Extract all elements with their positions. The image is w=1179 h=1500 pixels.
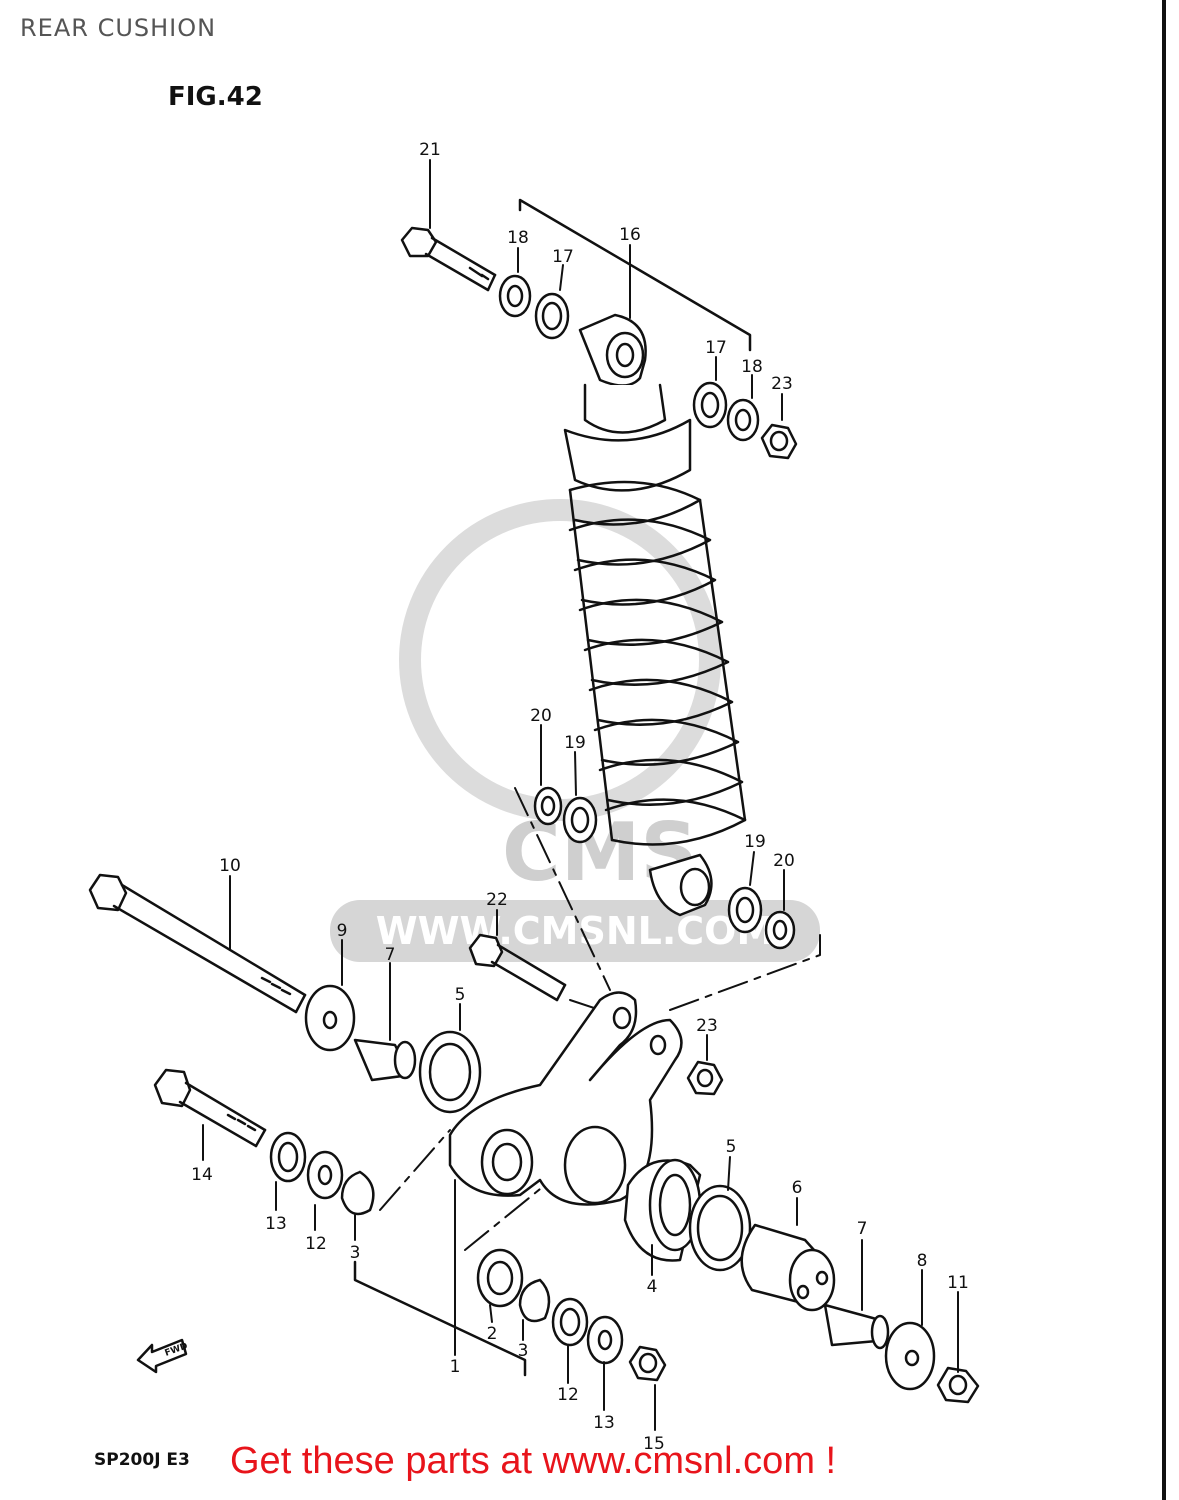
callout-1: 1 xyxy=(450,1357,461,1377)
callout-2: 2 xyxy=(487,1324,498,1344)
callout-16: 16 xyxy=(619,225,641,245)
model-code: SP200J E3 xyxy=(94,1450,190,1470)
bolt-14 xyxy=(153,1068,267,1148)
callout-4: 4 xyxy=(647,1277,658,1297)
callout-23: 23 xyxy=(771,374,793,394)
cushion-lever xyxy=(448,991,683,1206)
callout-6: 6 xyxy=(792,1178,803,1198)
callout-18: 18 xyxy=(507,228,529,248)
callout-14: 14 xyxy=(191,1165,213,1185)
callout-7: 7 xyxy=(385,945,396,965)
bolt-21 xyxy=(400,226,497,292)
page-title: REAR CUSHION xyxy=(20,14,217,42)
callout-17: 17 xyxy=(705,338,727,358)
callout-15: 15 xyxy=(643,1434,665,1454)
callout-5: 5 xyxy=(726,1137,737,1157)
callout-5: 5 xyxy=(455,985,466,1005)
callout-12: 12 xyxy=(557,1385,579,1405)
callout-12: 12 xyxy=(305,1234,327,1254)
callout-19: 19 xyxy=(564,733,586,753)
page-border xyxy=(1162,0,1166,1500)
callout-8: 8 xyxy=(917,1251,928,1271)
callout-19: 19 xyxy=(744,832,766,852)
callout-3: 3 xyxy=(518,1341,529,1361)
callout-21: 21 xyxy=(419,140,441,160)
callout-20: 20 xyxy=(530,706,552,726)
bolt-10 xyxy=(88,873,307,1014)
callout-9: 9 xyxy=(337,921,348,941)
callout-13: 13 xyxy=(593,1413,615,1433)
callout-3: 3 xyxy=(350,1243,361,1263)
figure-label: FIG.42 xyxy=(168,82,263,112)
callout-18: 18 xyxy=(741,357,763,377)
callout-23: 23 xyxy=(696,1016,718,1036)
callout-7: 7 xyxy=(857,1219,868,1239)
callout-11: 11 xyxy=(947,1273,969,1293)
callout-20: 20 xyxy=(773,851,795,871)
callouts: 21 18 17 16 17 18 23 20 19 19 20 10 22 9… xyxy=(191,140,969,1454)
callout-17: 17 xyxy=(552,247,574,267)
footer-link[interactable]: Get these parts at www.cmsnl.com ! xyxy=(230,1440,837,1482)
callout-13: 13 xyxy=(265,1214,287,1234)
callout-22: 22 xyxy=(486,890,508,910)
callout-10: 10 xyxy=(219,856,241,876)
